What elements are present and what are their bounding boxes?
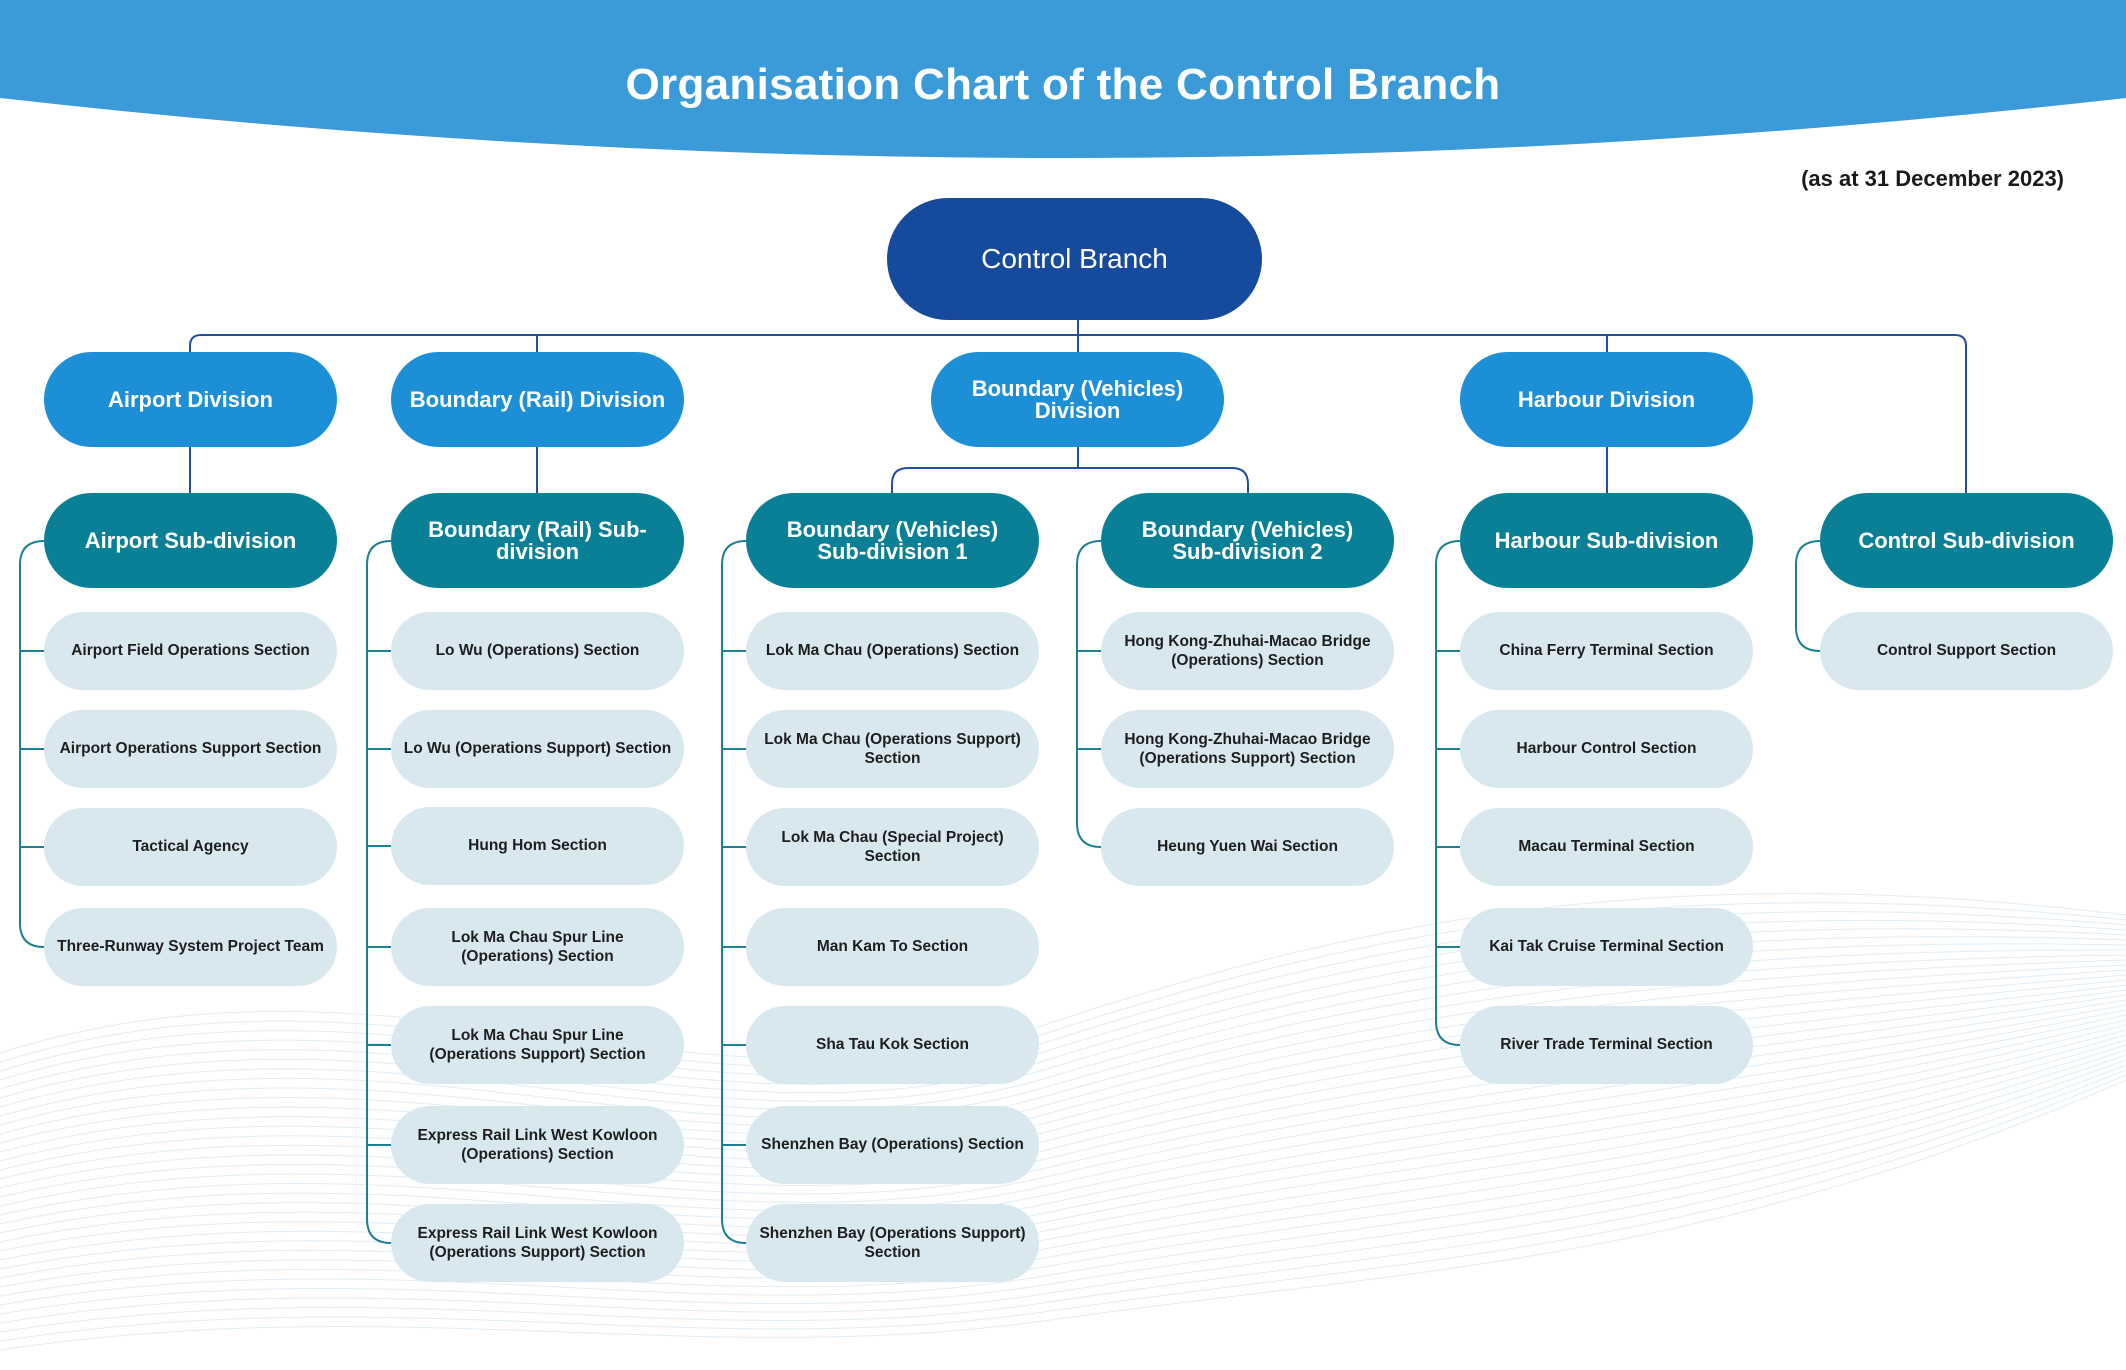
- section-node: River Trade Terminal Section: [1460, 1006, 1753, 1084]
- section-node: Lok Ma Chau Spur Line (Operations Suppor…: [391, 1006, 684, 1084]
- section-node: Man Kam To Section: [746, 908, 1039, 986]
- section-node: Lo Wu (Operations Support) Section: [391, 710, 684, 788]
- section-node: China Ferry Terminal Section: [1460, 612, 1753, 690]
- section-node: Lok Ma Chau (Special Project) Section: [746, 808, 1039, 886]
- section-node: Lok Ma Chau (Operations) Section: [746, 612, 1039, 690]
- section-node: Lok Ma Chau (Operations Support) Section: [746, 710, 1039, 788]
- section-node: Airport Field Operations Section: [44, 612, 337, 690]
- subdivision-boundary-rail: Boundary (Rail) Sub-division: [391, 493, 684, 588]
- section-node: Kai Tak Cruise Terminal Section: [1460, 908, 1753, 986]
- section-node: Harbour Control Section: [1460, 710, 1753, 788]
- subdivision-harbour: Harbour Sub-division: [1460, 493, 1753, 588]
- division-airport: Airport Division: [44, 352, 337, 447]
- section-node: Macau Terminal Section: [1460, 808, 1753, 886]
- section-node: Sha Tau Kok Section: [746, 1006, 1039, 1084]
- section-node: Shenzhen Bay (Operations Support) Sectio…: [746, 1204, 1039, 1282]
- header-banner: [0, 0, 2126, 158]
- subdivision-control: Control Sub-division: [1820, 493, 2113, 588]
- section-node: Heung Yuen Wai Section: [1101, 808, 1394, 886]
- section-node: Hung Hom Section: [391, 807, 684, 885]
- section-node: Lok Ma Chau Spur Line (Operations) Secti…: [391, 908, 684, 986]
- subdivision-airport: Airport Sub-division: [44, 493, 337, 588]
- section-node: Three-Runway System Project Team: [44, 908, 337, 986]
- root-node-control-branch: Control Branch: [887, 198, 1262, 320]
- subdivision-boundary-vehicles-1: Boundary (Vehicles) Sub-division 1: [746, 493, 1039, 588]
- section-node: Tactical Agency: [44, 808, 337, 886]
- date-note: (as at 31 December 2023): [1801, 166, 2064, 191]
- connector-lines: [19, 320, 1967, 1244]
- section-node: Airport Operations Support Section: [44, 710, 337, 788]
- section-node: Shenzhen Bay (Operations) Section: [746, 1106, 1039, 1184]
- page-title: Organisation Chart of the Control Branch: [625, 60, 1501, 109]
- section-node: Control Support Section: [1820, 612, 2113, 690]
- section-node: Hong Kong-Zhuhai-Macao Bridge (Operation…: [1101, 612, 1394, 690]
- section-node: Express Rail Link West Kowloon (Operatio…: [391, 1204, 684, 1282]
- subdivision-boundary-vehicles-2: Boundary (Vehicles) Sub-division 2: [1101, 493, 1394, 588]
- section-node: Express Rail Link West Kowloon (Operatio…: [391, 1106, 684, 1184]
- division-harbour: Harbour Division: [1460, 352, 1753, 447]
- section-node: Hong Kong-Zhuhai-Macao Bridge (Operation…: [1101, 710, 1394, 788]
- division-boundary-vehicles: Boundary (Vehicles) Division: [931, 352, 1224, 447]
- division-boundary-rail: Boundary (Rail) Division: [391, 352, 684, 447]
- section-node: Lo Wu (Operations) Section: [391, 612, 684, 690]
